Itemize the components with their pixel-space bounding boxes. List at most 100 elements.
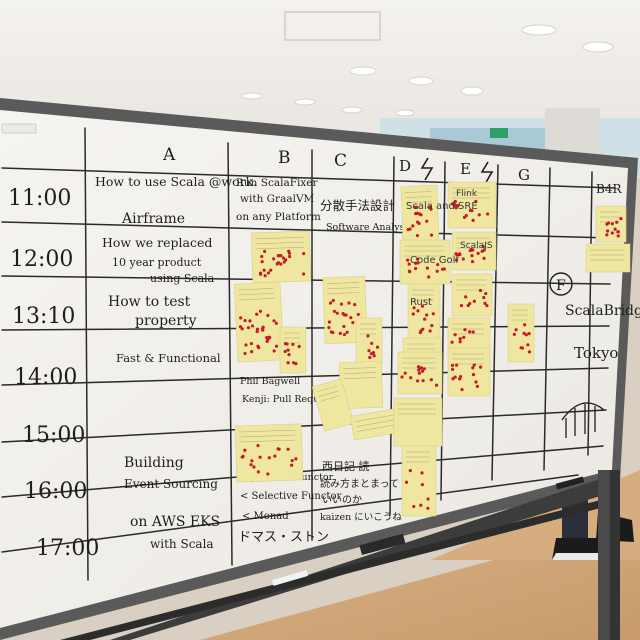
vote-dot [286,447,290,451]
vote-dot [619,217,623,221]
vote-dot [272,319,276,323]
vote-dot [272,257,276,261]
time-labels: 11:00 12:00 13:10 14:00 15:00 16:00 17:0… [8,186,99,561]
vote-dot [417,371,421,375]
talk-b-5: Kenji: Pull Request [242,394,334,405]
vote-dot [282,260,286,264]
vote-dot [372,354,376,358]
vote-dot [520,346,525,350]
vote-dot [610,231,614,235]
vote-dot [413,261,418,265]
vote-dot [450,340,454,344]
vote-dot [260,254,264,259]
vote-dot [415,233,420,238]
vote-dot [266,338,270,342]
talk-b-1: Run ScalaFixer [236,177,318,189]
vote-dot [263,249,267,253]
vote-dot [257,346,261,350]
vote-dot [458,340,462,344]
column-header-b4r: B4R [596,182,622,196]
vote-dot [474,380,478,384]
sticky-note [355,317,383,365]
vote-dot [266,472,270,476]
vote-dot [453,375,457,379]
vote-dot [416,261,420,265]
talk-b-7: < Selective Functor [240,491,341,502]
vote-dot [266,313,270,318]
vote-dot [514,328,518,332]
bridge-doodle [561,402,605,438]
sticky-note [393,397,443,447]
vote-dot [477,213,481,217]
vote-dot [287,254,292,259]
talk-b-3: on any Platform [236,211,321,223]
vote-dot [414,211,418,216]
vote-dot [523,323,527,327]
vote-dot [274,344,279,348]
vote-dot [470,254,474,258]
vote-dot [335,311,339,315]
talk-c-3: 西日記 読 [322,459,370,473]
vote-dot [238,325,243,329]
vote-dot [526,343,530,347]
vote-dot [468,208,473,212]
vote-dot [615,220,619,224]
vote-dot [258,272,263,276]
vote-dot [240,455,244,459]
vote-dot [406,258,410,262]
vote-dot [273,454,277,458]
vote-dot [421,327,425,331]
vote-dot [454,363,459,367]
vote-dot [451,367,455,371]
vote-dot [425,313,429,317]
vote-dot [332,309,336,313]
sticky-note [399,239,451,285]
vote-dot [414,266,418,271]
vote-dot [419,213,423,217]
vote-dot [263,274,267,278]
talk-a-3: How we replaced [102,235,212,250]
vote-dot [616,234,620,238]
vote-dot [331,298,335,303]
talk-c-1: 分散手法設計 [320,198,395,213]
vote-dot [368,355,372,360]
vote-dot [255,312,259,316]
vote-dot [458,337,462,341]
vote-dot [371,350,376,355]
sticky-note [279,326,307,374]
vote-dot [258,455,262,459]
vote-dot [435,269,439,273]
vote-dot [243,351,247,356]
vote-dot [267,456,271,460]
vote-dot [409,376,413,380]
time-label-1310: 13:10 [12,304,75,329]
talk-a-11: on AWS EKS [130,514,220,530]
vote-dot [338,331,342,335]
vote-dot [286,348,290,352]
vote-dot [249,341,253,346]
vote-dot [287,251,292,255]
vote-dot [429,207,433,211]
vote-dot [279,262,283,266]
lightning-doodles [420,157,494,185]
vote-dot [339,302,344,306]
vote-dot [281,256,285,260]
vote-dot [478,365,483,369]
vote-dot [250,324,255,328]
vote-dot [605,222,609,226]
talk-a-6: How to test [108,294,191,310]
talk-e-1: Flink [456,189,478,199]
column-header-c: C [334,151,347,171]
time-label-1400: 14:00 [14,365,77,390]
vote-dot [613,227,617,231]
vote-dot [417,221,421,225]
sticky-note [400,185,440,245]
vote-dot [442,267,446,271]
vote-dot [475,384,479,388]
vote-dot [243,448,247,452]
talk-d-1: Scala and SRE [406,201,478,212]
vote-dot [249,463,253,467]
vote-dot [250,350,254,354]
vote-dot [347,301,351,305]
